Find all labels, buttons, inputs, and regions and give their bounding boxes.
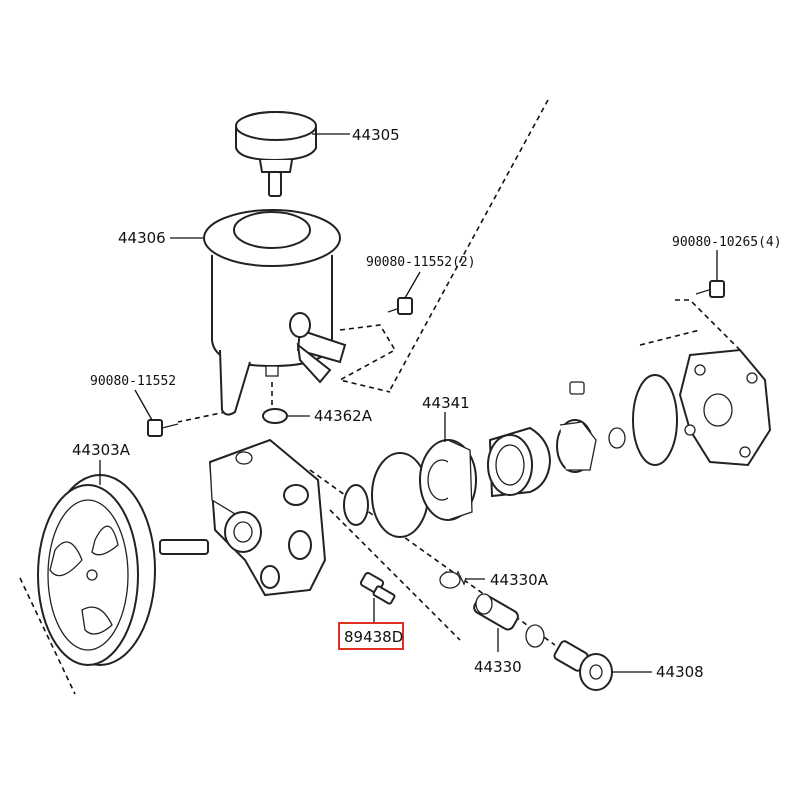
o-ring-valve[interactable] [525,624,545,648]
reservoir-tank-44306[interactable] [203,209,347,416]
callout-44308: 44308 [656,663,704,681]
callout-90080-10265-4: 90080-10265(4) [672,235,782,250]
bolt-90080-11552[interactable] [147,419,179,437]
callout-44303A: 44303A [72,441,131,459]
pulley-44303A[interactable] [37,474,209,666]
front-housing[interactable] [678,348,772,467]
spring-44330A[interactable] [439,570,467,589]
callout-90080-11552-2: 90080-11552(2) [366,255,476,270]
callout-44330A: 44330A [490,571,549,589]
pressure-switch-89438D[interactable] [359,572,396,605]
snap-ring[interactable] [608,427,626,449]
o-ring-44362A[interactable] [262,408,288,424]
bolt-90080-10265-4[interactable] [695,280,725,298]
reservoir-cap-44305[interactable] [235,110,317,197]
rotor[interactable] [556,419,597,473]
o-ring-small[interactable] [343,484,369,526]
flow-control-valve-44330[interactable] [472,592,520,631]
gasket[interactable] [632,374,678,466]
callout-44362A: 44362A [314,407,373,425]
cam-ring-44341[interactable] [419,439,477,521]
pump-body[interactable] [208,438,327,597]
bolt-90080-11552-2[interactable] [387,297,413,315]
callout-44341: 44341 [422,394,470,412]
callout-44306: 44306 [118,229,166,247]
dashed-reference-lines [19,99,741,695]
callout-44330: 44330 [474,658,522,676]
vane[interactable] [569,381,585,395]
callout-44305: 44305 [352,126,400,144]
callout-90080-11552: 90080-11552 [90,374,176,389]
leader-lines [99,133,718,673]
union-bolt-44308[interactable] [553,640,613,691]
cam-ring[interactable] [487,426,552,498]
callout-89438D[interactable]: 89438D [344,628,403,646]
o-ring-large[interactable] [371,452,429,538]
highlight-box-89438D [338,622,404,650]
